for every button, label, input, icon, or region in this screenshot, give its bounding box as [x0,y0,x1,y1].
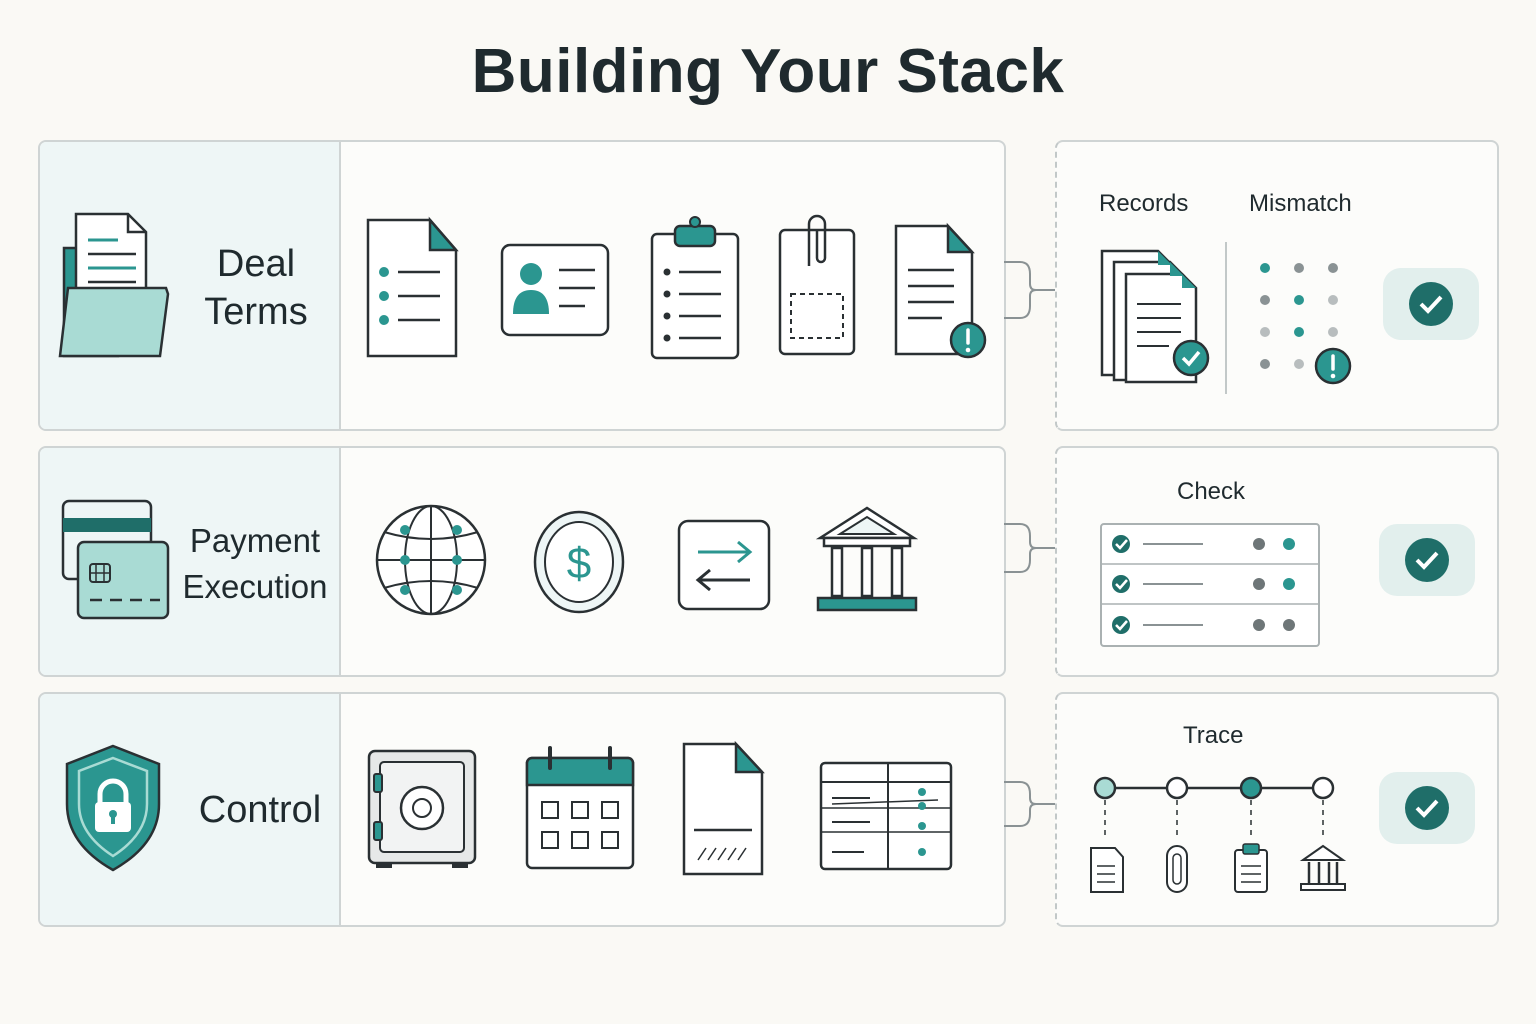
checklist-table-icon [1100,523,1320,647]
paperclip-attachment-icon [778,214,856,356]
row-label: Control [180,786,340,834]
bulleted-document-icon [366,216,459,358]
credit-cards-icon [61,499,170,620]
clipboard-checklist-icon [650,216,740,360]
safe-vault-icon [367,749,477,868]
row-label-line1: Control [198,789,322,831]
page-title: Building Your Stack [471,37,1065,106]
verified-check-icon [1383,268,1479,340]
verified-check-icon [1379,772,1475,844]
row-payment-execution: Payment Execution $ [38,446,1006,677]
row-label: Deal Terms [190,240,322,336]
bank-icon [816,506,918,612]
row-label-line1: Payment [189,522,321,559]
verify-label-check: Check [1177,478,1246,505]
folder-documents-icon [58,212,170,358]
verify-label-records: Records [1099,190,1189,217]
verified-check-icon [1379,524,1475,596]
dollar-coin-icon: $ [533,510,625,614]
verify-label-mismatch: Mismatch [1249,190,1352,217]
divider [1225,242,1227,394]
row-deal-terms: Deal Terms [38,140,1006,431]
globe-network-icon [375,504,487,616]
verify-panel-records: Records Mismatch [1055,140,1499,431]
signature-document-icon [682,740,765,876]
shield-lock-icon [65,744,161,872]
svg-text:$: $ [567,539,591,588]
row-label-line1: Deal [216,243,296,285]
row-label-line2: Terms [204,291,308,333]
row-label-line2: Execution [182,568,328,605]
verify-label-trace: Trace [1183,722,1244,749]
stacked-documents-check-icon [1100,249,1210,384]
ledger-table-icon [819,761,953,871]
timeline-trace-icon [1090,776,1347,893]
row-label: Payment Execution [180,518,330,610]
row-control: Control [38,692,1006,927]
id-card-icon [500,243,610,337]
document-alert-icon [894,222,987,359]
dot-grid-alert-icon [1260,263,1352,385]
verify-panel-trace: Trace [1055,692,1499,927]
verify-panel-check: Check [1055,446,1499,677]
transfer-arrows-icon [677,519,771,611]
calendar-icon [525,746,635,870]
